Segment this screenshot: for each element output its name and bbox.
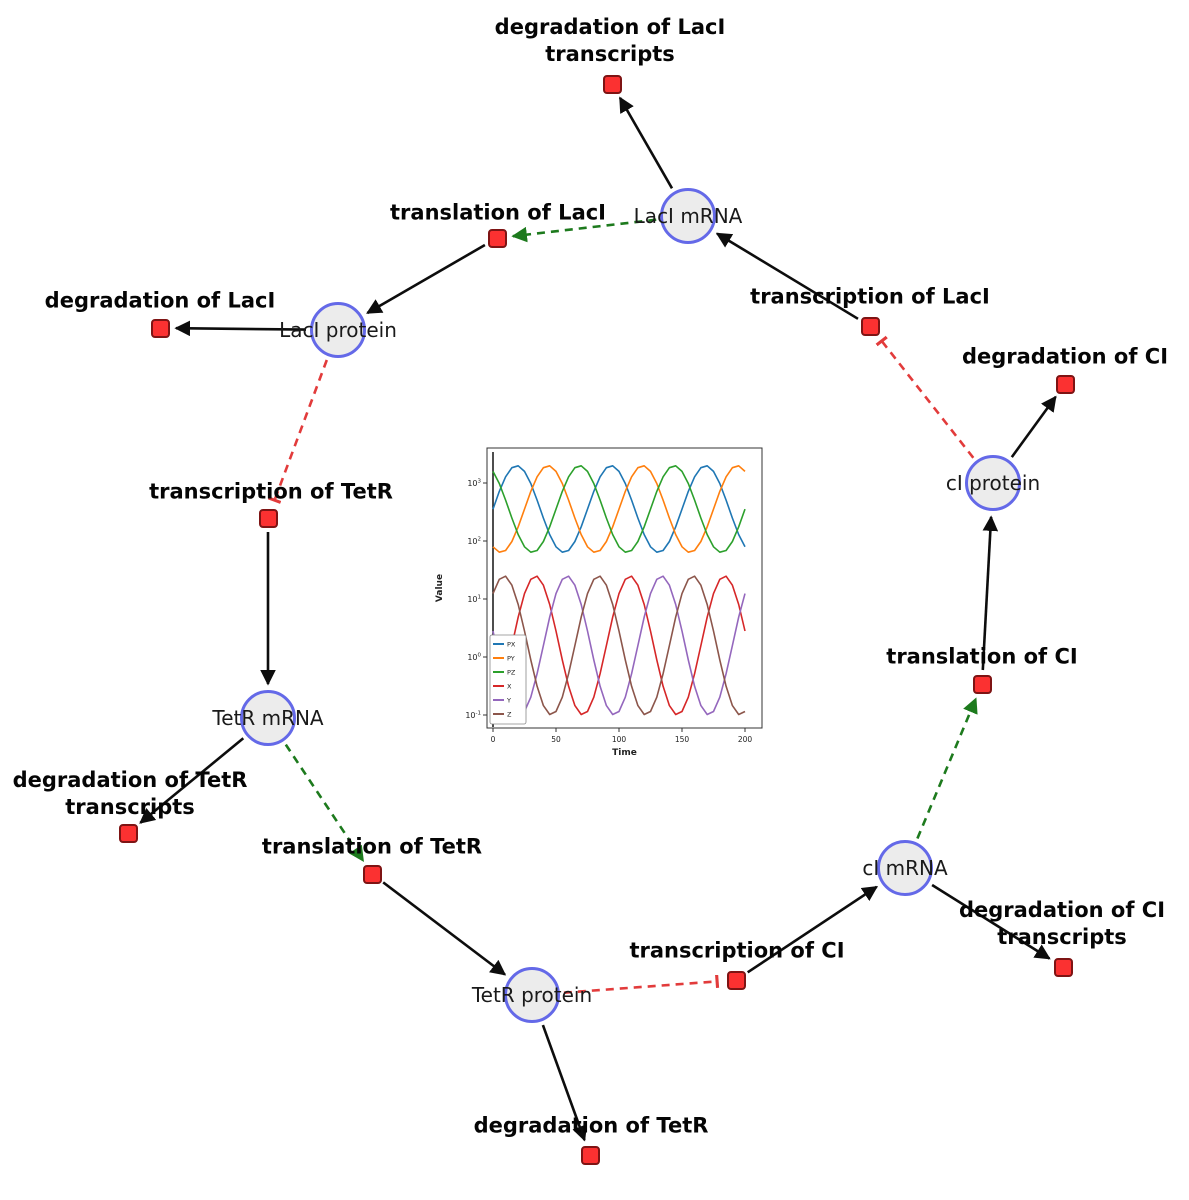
reaction-label-line: translation of CI bbox=[886, 644, 1078, 669]
edge-modifier-laci_mrna-to-translation_laci bbox=[511, 218, 657, 243]
reaction-label-deg_tetr: degradation of TetR bbox=[474, 1113, 709, 1140]
y-tick-label: 100 bbox=[467, 653, 481, 663]
reaction-node-transcription_laci bbox=[860, 316, 880, 336]
y-tick-label: 102 bbox=[467, 537, 481, 547]
reaction-label-line: transcription of CI bbox=[629, 938, 845, 963]
x-tick-label: 0 bbox=[491, 735, 496, 744]
y-axis-label: Value bbox=[435, 574, 445, 602]
edge-consumption-tetr_protein-to-deg_tetr bbox=[541, 1024, 588, 1142]
edge-production-translation_tetr-to-tetr_protein bbox=[382, 881, 507, 976]
reaction-label-transcription_tetr: transcription of TetR bbox=[149, 479, 393, 506]
x-axis-label: Time bbox=[612, 748, 637, 758]
reaction-node-deg_ci_tx bbox=[1053, 957, 1073, 977]
series-line-Y bbox=[492, 575, 746, 716]
network-edges bbox=[139, 96, 1057, 1142]
reaction-label-line: transcription of TetR bbox=[149, 479, 393, 504]
reaction-node-translation_laci bbox=[487, 228, 507, 248]
species-label-laci_protein: LacI protein bbox=[279, 318, 397, 342]
edge-production-translation_ci-to-ci_protein bbox=[981, 515, 999, 671]
edge-modifier-tetr_mrna-to-translation_tetr bbox=[284, 743, 365, 862]
edge-inhibition-laci_protein-to-transcription_tetr bbox=[267, 359, 329, 504]
species-label-ci_mrna: cI mRNA bbox=[862, 856, 948, 880]
x-tick-label: 100 bbox=[612, 735, 627, 744]
y-tick-label: 101 bbox=[467, 595, 481, 605]
legend-entry-label: Y bbox=[506, 697, 511, 705]
series-line-PZ bbox=[492, 464, 746, 553]
reaction-node-deg_ci bbox=[1055, 374, 1075, 394]
series-line-PY bbox=[492, 464, 746, 553]
edge-consumption-laci_protein-to-deg_laci bbox=[174, 320, 307, 337]
reaction-label-translation_tetr: translation of TetR bbox=[262, 834, 482, 861]
species-label-tetr_mrna: TetR mRNA bbox=[212, 706, 324, 730]
legend-entry-label: PX bbox=[507, 641, 516, 649]
reaction-node-deg_tetr_tx bbox=[118, 823, 138, 843]
reaction-label-deg_laci_tx: degradation of LacI transcripts bbox=[495, 14, 726, 68]
reaction-label-line: transcripts bbox=[545, 42, 675, 66]
series-line-PX bbox=[492, 464, 746, 553]
reaction-label-transcription_laci: transcription of LacI bbox=[750, 284, 990, 311]
edge-consumption-tetr_mrna-to-deg_tetr_tx bbox=[139, 737, 245, 824]
reaction-label-deg_laci: degradation of LacI bbox=[45, 288, 276, 315]
y-tick-label: 103 bbox=[467, 479, 481, 489]
reaction-label-transcription_ci: transcription of CI bbox=[629, 938, 844, 965]
reaction-label-line: degradation of LacI bbox=[44, 288, 276, 313]
reaction-label-deg_ci_tx: degradation of CI transcripts bbox=[959, 897, 1165, 951]
reaction-node-translation_ci bbox=[972, 674, 992, 694]
reaction-label-deg_tetr_tx: degradation of TetR transcripts bbox=[13, 767, 248, 821]
reaction-node-transcription_ci bbox=[726, 970, 746, 990]
reaction-node-deg_tetr bbox=[580, 1145, 600, 1165]
reaction-label-translation_ci: translation of CI bbox=[886, 644, 1077, 671]
species-node-laci_protein bbox=[310, 302, 366, 358]
edge-consumption-laci_mrna-to-deg_laci_tx bbox=[618, 96, 674, 189]
legend-entry-label: Z bbox=[507, 711, 512, 719]
reaction-label-line: translation of TetR bbox=[261, 834, 483, 859]
chart-axes-box bbox=[486, 447, 763, 729]
species-node-tetr_mrna bbox=[240, 690, 296, 746]
reaction-node-transcription_tetr bbox=[258, 508, 278, 528]
edge-consumption-ci_protein-to-deg_ci bbox=[1010, 395, 1057, 458]
species-label-laci_mrna: LacI mRNA bbox=[633, 204, 743, 228]
species-node-tetr_protein bbox=[504, 967, 560, 1023]
reaction-label-line: degradation of CI bbox=[961, 344, 1169, 369]
reaction-node-deg_laci bbox=[150, 318, 170, 338]
legend-entry-label: PZ bbox=[507, 669, 516, 677]
edge-consumption-ci_mrna-to-deg_ci_tx bbox=[931, 883, 1051, 960]
reaction-label-line: degradation of TetR bbox=[473, 1113, 709, 1138]
reaction-label-line: degradation of TetR bbox=[12, 768, 248, 792]
species-label-ci_protein: cI protein bbox=[945, 471, 1041, 495]
edge-production-transcription_laci-to-laci_mrna bbox=[715, 232, 859, 320]
reaction-label-line: translation of LacI bbox=[390, 200, 606, 225]
species-node-laci_mrna bbox=[660, 188, 716, 244]
reaction-label-line: transcripts bbox=[65, 795, 195, 819]
reaction-label-line: transcription of LacI bbox=[750, 284, 990, 309]
x-tick-label: 50 bbox=[551, 735, 561, 744]
edge-production-translation_laci-to-laci_protein bbox=[366, 243, 486, 315]
y-tick-label: 10-1 bbox=[465, 711, 481, 721]
reaction-node-translation_tetr bbox=[362, 864, 382, 884]
x-tick-label: 200 bbox=[738, 735, 753, 744]
reaction-label-translation_laci: translation of LacI bbox=[390, 200, 606, 227]
legend-entry-label: X bbox=[507, 683, 512, 691]
reaction-node-deg_laci_tx bbox=[602, 74, 622, 94]
series-line-Z bbox=[492, 575, 746, 716]
edge-inhibition-ci_protein-to-transcription_laci bbox=[875, 335, 975, 459]
species-label-tetr_protein: TetR protein bbox=[471, 983, 593, 1007]
chart-legend: PX PY PZ XYZ bbox=[489, 634, 527, 725]
species-node-ci_protein bbox=[965, 455, 1021, 511]
species-node-ci_mrna bbox=[877, 840, 933, 896]
reaction-label-line: degradation of CI bbox=[958, 898, 1166, 922]
edge-modifier-ci_mrna-to-translation_ci bbox=[916, 697, 978, 840]
edge-inhibition-tetr_protein-to-transcription_ci bbox=[563, 974, 720, 994]
reaction-label-line: degradation of LacI bbox=[494, 15, 726, 39]
series-line-X bbox=[492, 575, 746, 716]
reaction-label-line: transcripts bbox=[997, 925, 1127, 949]
edge-production-transcription_ci-to-ci_mrna bbox=[746, 885, 879, 974]
x-tick-label: 150 bbox=[675, 735, 690, 744]
legend-entry-label: PY bbox=[507, 655, 515, 663]
reaction-label-deg_ci: degradation of CI bbox=[962, 344, 1168, 371]
